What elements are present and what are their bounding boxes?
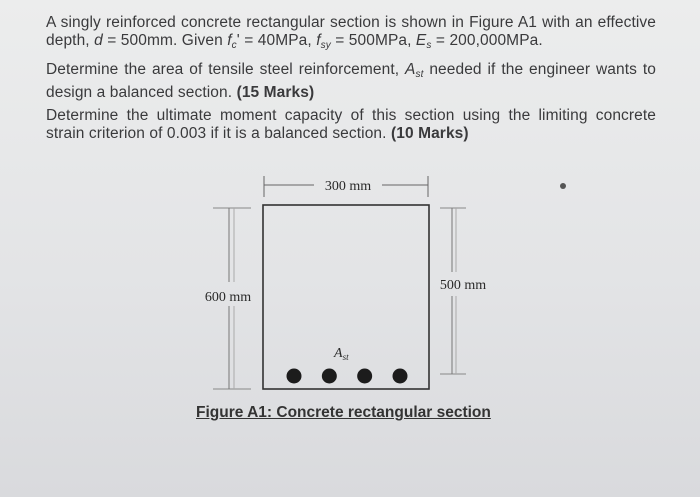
fc-symbol: f: [227, 32, 232, 49]
section-outline: [262, 204, 430, 390]
intro-text: A singly reinforced concrete rectangular…: [46, 14, 656, 49]
question-part-1: Determine the area of tensile steel rein…: [46, 61, 656, 102]
part1-text: Determine the area of tensile steel rein…: [46, 61, 406, 78]
es-value: = 200,000MPa.: [431, 32, 543, 49]
fsy-value: = 500MPa,: [330, 32, 416, 49]
problem-statement: A singly reinforced concrete rectangular…: [46, 14, 656, 55]
height-label: 600 mm: [205, 290, 251, 305]
rebar-3: [357, 368, 373, 384]
fsy-symbol: f: [316, 32, 321, 49]
fc-subscript: c: [231, 40, 237, 51]
fc-prime: ': [236, 32, 240, 49]
d-symbol: d: [94, 32, 103, 49]
question-part-2: Determine the ultimate moment capacity o…: [46, 107, 656, 143]
fc-value: = 40MPa,: [239, 32, 317, 49]
ast-subscript: st: [415, 69, 424, 80]
ast-symbol: A: [405, 61, 416, 78]
steel-label-main: A: [333, 346, 343, 361]
rebar-2: [321, 368, 337, 384]
stray-mark: [560, 183, 566, 189]
rebar-1: [286, 368, 302, 384]
fsy-subscript: sy: [320, 40, 331, 51]
es-subscript: s: [426, 40, 432, 51]
width-label: 300 mm: [325, 179, 371, 194]
es-symbol: E: [415, 32, 427, 49]
part1-text-b: needed if the engineer wants to design a…: [46, 61, 656, 101]
steel-label-sub: st: [343, 352, 350, 362]
rebar-4: [392, 368, 408, 384]
depth-label: 500 mm: [440, 278, 486, 293]
part2-marks: (10 Marks): [390, 125, 469, 142]
steel-area-label: Ast: [333, 346, 349, 362]
reinforcement-bars: [286, 368, 408, 384]
part2-text: Determine the ultimate moment capacity o…: [46, 107, 656, 142]
d-value: = 500mm. Given: [102, 32, 228, 49]
figure-caption: Figure A1: Concrete rectangular section: [196, 404, 491, 421]
part1-marks: (15 Marks): [236, 84, 315, 101]
